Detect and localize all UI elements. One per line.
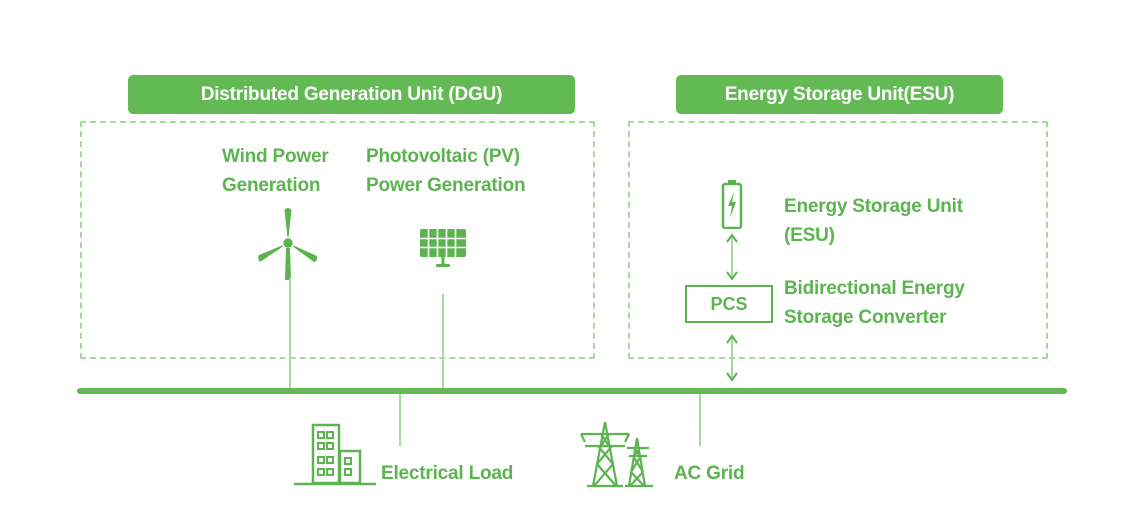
- pv-label: Photovoltaic (PV) Power Generation: [366, 142, 526, 200]
- wind-power-label: Wind Power Generation: [222, 142, 329, 200]
- esu-storage-line2: (ESU): [784, 225, 835, 246]
- pcs-label-line2: Storage Converter: [784, 307, 947, 328]
- dgu-title: Distributed Generation Unit (DGU): [128, 75, 575, 114]
- transmission-tower-icon: [580, 421, 653, 488]
- esu-storage-label: Energy Storage Unit (ESU): [784, 192, 963, 250]
- wind-turbine-icon: [258, 208, 318, 280]
- esu-title: Energy Storage Unit(ESU): [676, 75, 1003, 114]
- pv-label-line2: Power Generation: [366, 175, 526, 196]
- electrical-load-label: Electrical Load: [381, 463, 514, 484]
- pv-connector-line: [442, 294, 444, 390]
- wind-connector-line: [289, 278, 291, 390]
- load-connector-line: [399, 394, 401, 446]
- battery-icon: [721, 180, 743, 229]
- battery-pcs-arrow: [726, 233, 738, 281]
- ac-grid-label: AC Grid: [674, 463, 745, 484]
- pcs-label-line1: Bidirectional Energy: [784, 278, 965, 299]
- esu-group-box: [628, 121, 1048, 359]
- pcs-bus-arrow: [726, 334, 738, 382]
- solar-panel-icon: [420, 229, 466, 267]
- pv-label-line1: Photovoltaic (PV): [366, 146, 520, 167]
- pcs-label: Bidirectional Energy Storage Converter: [784, 274, 965, 332]
- pcs-box: PCS: [685, 285, 773, 323]
- wind-label-line1: Wind Power: [222, 146, 329, 167]
- dgu-group-box: [80, 121, 595, 359]
- grid-connector-line: [699, 394, 701, 446]
- esu-storage-line1: Energy Storage Unit: [784, 196, 963, 217]
- building-icon: [294, 423, 376, 486]
- ac-bus-line: [77, 388, 1067, 394]
- wind-label-line2: Generation: [222, 175, 321, 196]
